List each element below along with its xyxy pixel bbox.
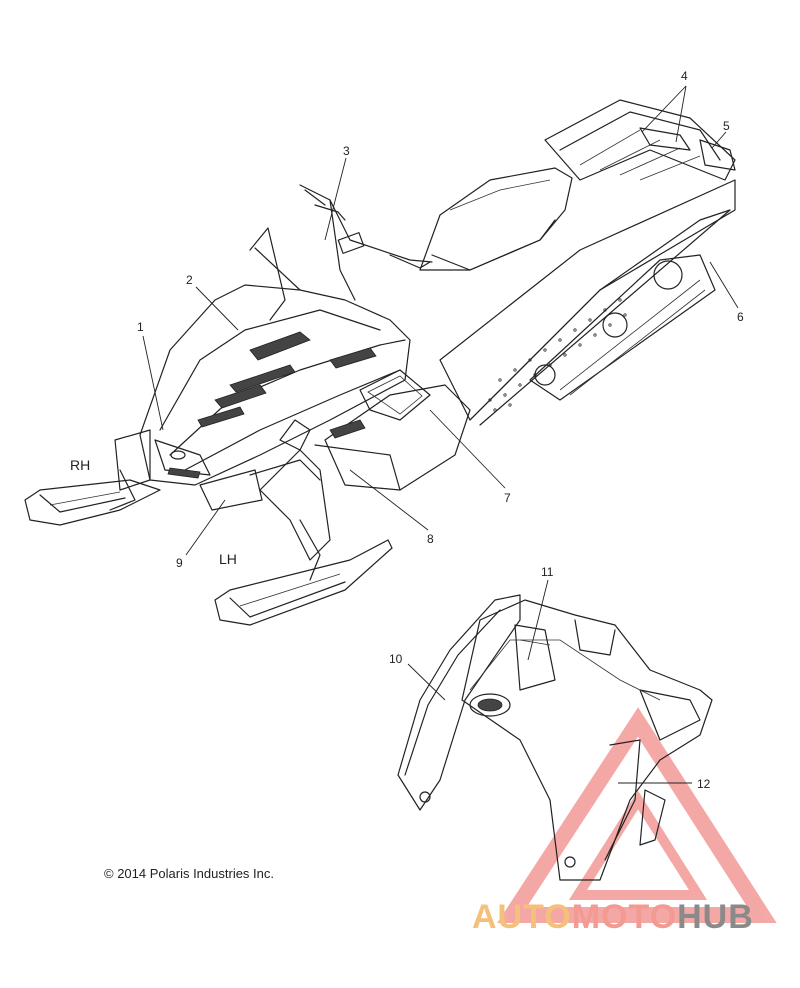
callout-11: 11	[541, 565, 554, 579]
side-panel-inset-illustration	[397, 594, 713, 881]
snowmobile-illustration	[24, 99, 736, 626]
brand-moto: MOTO	[571, 898, 678, 936]
callout-10: 10	[389, 652, 403, 666]
brand-hub: HUB	[677, 898, 754, 936]
copyright-text: © 2014 Polaris Industries Inc.	[104, 866, 274, 881]
callout-labels: 1 2 3 4 5 6 7 8 9 10 11 12	[137, 69, 744, 791]
watermark-brand: AUTOMOTOHUB	[472, 898, 754, 937]
callout-5: 5	[723, 119, 730, 133]
callout-1: 1	[137, 320, 144, 334]
callout-8: 8	[427, 532, 434, 546]
callout-2: 2	[186, 273, 193, 287]
callout-7: 7	[504, 491, 511, 505]
brand-auto: AUTO	[472, 898, 572, 936]
callout-6: 6	[737, 310, 744, 324]
leader-lines	[142, 85, 739, 784]
watermark-triangle-icon	[497, 707, 777, 923]
callout-3: 3	[343, 144, 350, 158]
callout-9: 9	[176, 556, 183, 570]
callout-12: 12	[697, 777, 711, 791]
rh-label: RH	[70, 457, 90, 473]
callout-4: 4	[681, 69, 688, 83]
lh-label: LH	[219, 551, 237, 567]
